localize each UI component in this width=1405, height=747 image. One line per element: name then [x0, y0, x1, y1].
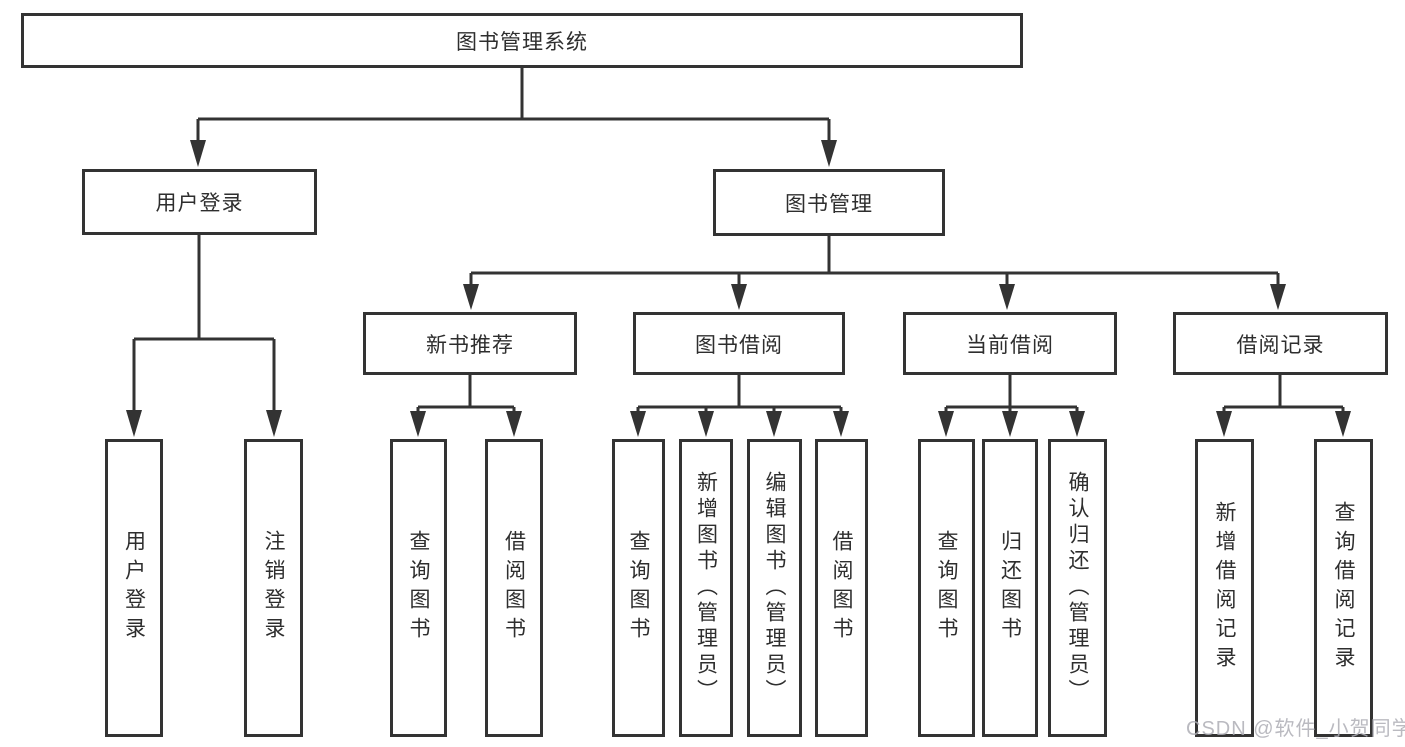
node-new-book-recommend: 新书推荐 — [363, 312, 577, 375]
leaf-query-books-borrow: 查询图书 — [612, 439, 665, 737]
node-current-borrowing: 当前借阅 — [903, 312, 1117, 375]
node-borrowing-records: 借阅记录 — [1173, 312, 1388, 375]
node-book-management: 图书管理 — [713, 169, 945, 236]
leaf-query-books-recommend: 查询图书 — [390, 439, 447, 737]
leaf-query-borrow-record: 查询借阅记录 — [1314, 439, 1373, 737]
leaf-query-books-current: 查询图书 — [918, 439, 975, 737]
leaf-edit-books-admin: 编辑图书（管理员） — [747, 439, 802, 737]
node-book-borrowing: 图书借阅 — [633, 312, 845, 375]
leaf-confirm-return-admin: 确认归还（管理员） — [1048, 439, 1107, 737]
leaf-borrow-books: 借阅图书 — [815, 439, 868, 737]
csdn-watermark: CSDN @软件_小贺同学 — [1186, 718, 1405, 740]
leaf-add-books-admin: 新增图书（管理员） — [679, 439, 733, 737]
leaf-add-borrow-record: 新增借阅记录 — [1195, 439, 1254, 737]
leaf-return-books: 归还图书 — [982, 439, 1038, 737]
leaf-user-login: 用户登录 — [105, 439, 163, 737]
leaf-borrow-books-recommend: 借阅图书 — [485, 439, 543, 737]
arrowheads — [126, 140, 1351, 437]
node-user-login: 用户登录 — [82, 169, 317, 235]
node-root-library-system: 图书管理系统 — [21, 13, 1023, 68]
leaf-logout: 注销登录 — [244, 439, 303, 737]
